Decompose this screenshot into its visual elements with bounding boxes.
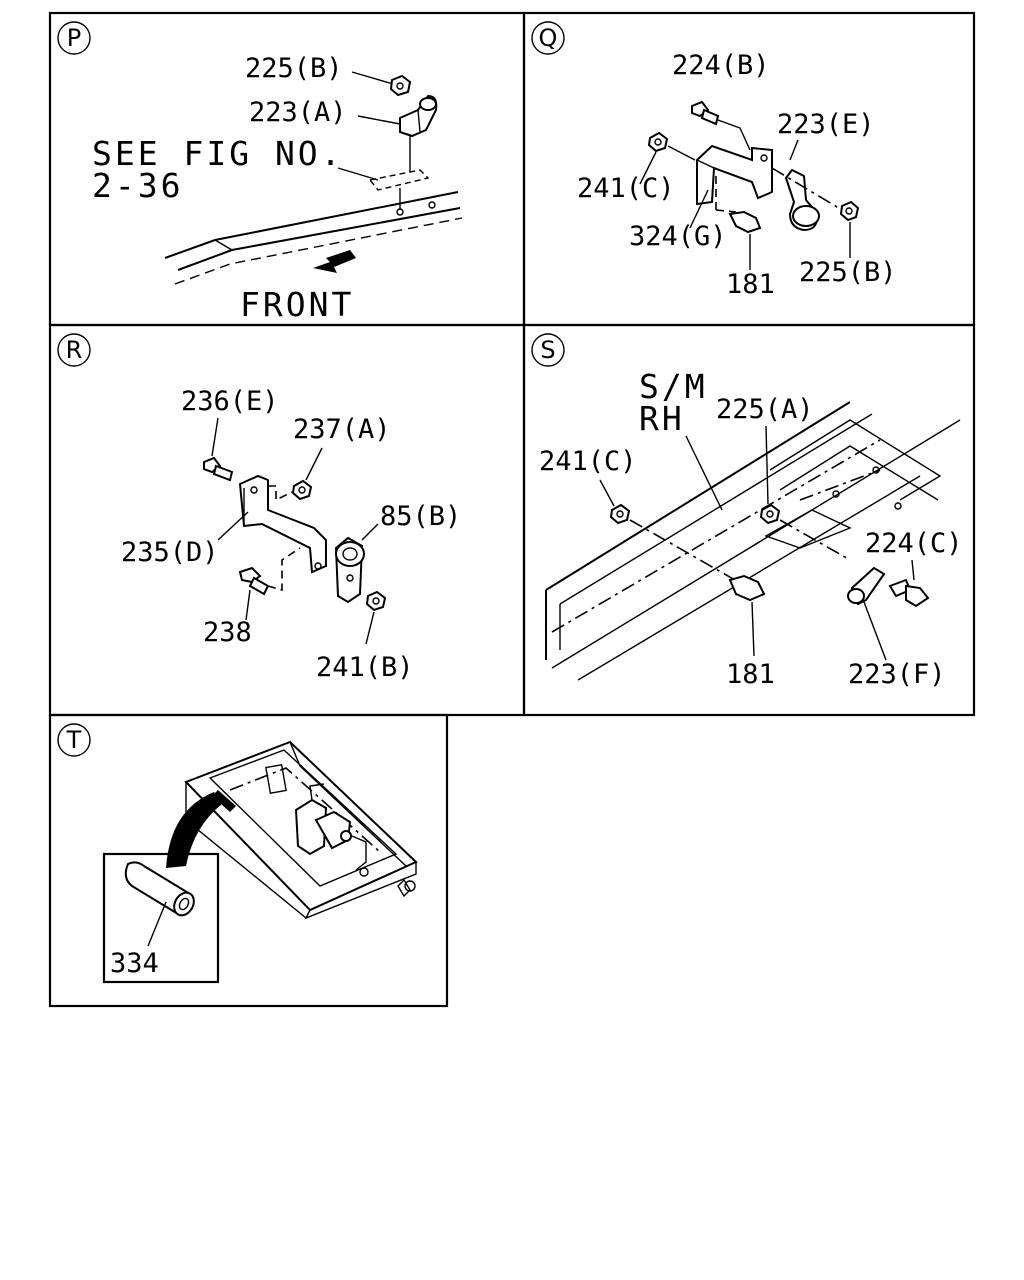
label-236e: 236(E) bbox=[181, 386, 279, 417]
panel-q-letter: Q bbox=[539, 24, 558, 52]
label-225b-q: 225(B) bbox=[799, 257, 897, 288]
panel-s: S S/M RH 225(A) 241(C) 224(C) 181 223(F) bbox=[531, 333, 963, 690]
panel-p-letter: P bbox=[67, 24, 81, 52]
panel-r-letter: R bbox=[66, 336, 83, 364]
label-223f: 223(F) bbox=[848, 659, 946, 690]
panel-t-letter: T bbox=[66, 726, 82, 754]
label-rh: RH bbox=[639, 399, 685, 438]
panel-s-frame bbox=[522, 323, 976, 717]
label-181: 181 bbox=[726, 269, 775, 300]
panel-r-marker bbox=[57, 333, 91, 367]
label-241b: 241(B) bbox=[316, 652, 414, 683]
panel-p-marker bbox=[57, 21, 91, 55]
panel-t-frame bbox=[48, 713, 449, 1008]
front-label: FRONT bbox=[240, 285, 354, 324]
panel-q-marker bbox=[531, 21, 565, 55]
label-224c: 224(C) bbox=[865, 528, 963, 559]
part-334-inset bbox=[102, 852, 220, 984]
label-324g: 324(G) bbox=[629, 221, 727, 252]
label-223e: 223(E) bbox=[777, 109, 875, 140]
label-225a: 225(A) bbox=[716, 394, 814, 425]
see-fig-note: SEE FIG NO. bbox=[92, 134, 344, 173]
label-225b: 225(B) bbox=[245, 53, 343, 84]
label-181-s: 181 bbox=[726, 659, 775, 690]
label-224b: 224(B) bbox=[672, 50, 770, 81]
panel-p: P 225(B) 223(A) SEE FIG NO. 2-36 FRONT bbox=[57, 21, 463, 324]
panel-q: Q 224(B) 223(E) 241(C) 324(G) 181 225(B) bbox=[531, 21, 897, 300]
label-235d: 235(D) bbox=[121, 537, 219, 568]
label-85b: 85(B) bbox=[380, 501, 461, 532]
label-241c-s: 241(C) bbox=[539, 446, 637, 477]
see-fig-number: 2-36 bbox=[92, 166, 183, 205]
label-223a: 223(A) bbox=[249, 97, 347, 128]
label-334: 334 bbox=[110, 948, 159, 979]
panel-t-marker bbox=[57, 723, 91, 757]
panel-s-marker bbox=[531, 333, 565, 367]
panel-r: R 236(E) 237(A) 85(B) 235(D) 238 241(B) bbox=[57, 333, 461, 683]
panel-t: T 334 bbox=[57, 723, 418, 984]
panel-s-letter: S bbox=[540, 336, 555, 364]
label-237a: 237(A) bbox=[293, 414, 391, 445]
label-241c: 241(C) bbox=[577, 173, 675, 204]
label-238: 238 bbox=[203, 617, 252, 648]
label-sm: S/M bbox=[639, 367, 708, 406]
